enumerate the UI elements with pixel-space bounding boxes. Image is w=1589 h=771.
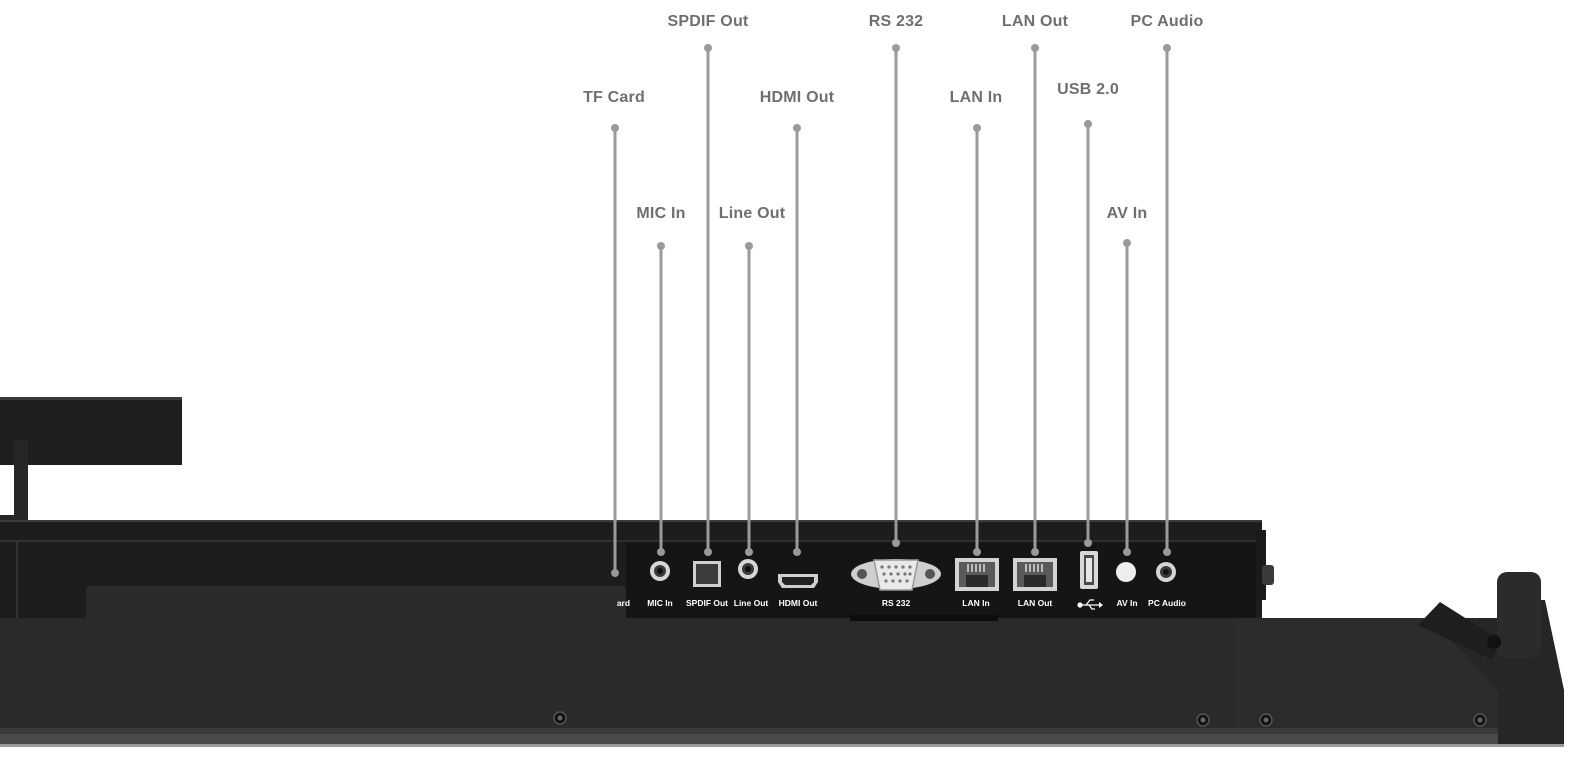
callout-dot: [1031, 548, 1039, 556]
callout-lan-out: LAN Out: [1001, 13, 1069, 30]
leader-line: [1165, 48, 1169, 552]
port-label-spdif-out: SPDIF Out: [685, 598, 729, 608]
port-panel: [626, 542, 1256, 622]
callout-dot: [657, 548, 665, 556]
leader-line: [659, 246, 663, 552]
lan-in-port: [955, 558, 999, 591]
rs-232-port: [851, 559, 941, 591]
pc-audio-port: [1156, 562, 1176, 582]
callout-dot: [973, 548, 981, 556]
leader-line: [1086, 124, 1090, 543]
callout-dot: [704, 548, 712, 556]
callout-pc-audio: PC Audio: [1130, 13, 1204, 30]
leader-line: [975, 128, 979, 552]
callout-hdmi-out: HDMI Out: [759, 89, 835, 106]
port-label-tf-card: TF Card: [610, 598, 631, 608]
port-label-av-in: AV In: [1116, 598, 1138, 608]
callout-rs-232: RS 232: [868, 13, 924, 30]
leader-line: [1125, 243, 1129, 552]
hdmi-out-port: [778, 574, 818, 588]
port-label-pc-audio: PC Audio: [1148, 598, 1186, 608]
bracket-hook: [0, 440, 28, 522]
callout-tf-card: TF Card: [583, 89, 645, 106]
callout-dot: [892, 539, 900, 547]
wall-bracket: [0, 397, 182, 465]
callout-dot: [793, 548, 801, 556]
callout-lan-in: LAN In: [949, 89, 1003, 106]
port-label-rs-232: RS 232: [881, 598, 911, 608]
line-out-port: [738, 559, 758, 579]
port-label-hdmi-out: HDMI Out: [778, 598, 818, 608]
usb-icon: [1077, 599, 1103, 610]
leader-line: [706, 48, 710, 552]
callout-dot: [1163, 548, 1171, 556]
callout-dot: [1084, 539, 1092, 547]
leader-line: [613, 128, 617, 573]
callout-line-out: Line Out: [718, 205, 786, 222]
leader-line: [1033, 48, 1037, 552]
tf-card-slot: [86, 586, 626, 620]
callout-dot: [611, 569, 619, 577]
av-in-port: [1116, 562, 1136, 582]
callout-mic-in: MIC In: [636, 205, 686, 222]
callout-av-in: AV In: [1106, 205, 1148, 222]
callout-spdif-out: SPDIF Out: [667, 13, 749, 30]
lan-out-port: [1013, 558, 1057, 591]
port-label-line-out: Line Out: [733, 598, 769, 608]
spdif-out-port: [693, 561, 721, 587]
port-label-mic-in: MIC In: [647, 598, 673, 608]
usb-2-0-port: [1080, 551, 1098, 589]
mic-in-port: [650, 561, 670, 581]
leader-line: [795, 128, 799, 552]
port-label-lan-in: LAN In: [962, 598, 990, 608]
callout-dot: [745, 548, 753, 556]
callout-dot: [1123, 548, 1131, 556]
callout-usb-2-0: USB 2.0: [1057, 81, 1119, 98]
leader-line: [894, 48, 898, 543]
port-label-lan-out: LAN Out: [1017, 598, 1053, 608]
leader-line: [747, 246, 751, 552]
